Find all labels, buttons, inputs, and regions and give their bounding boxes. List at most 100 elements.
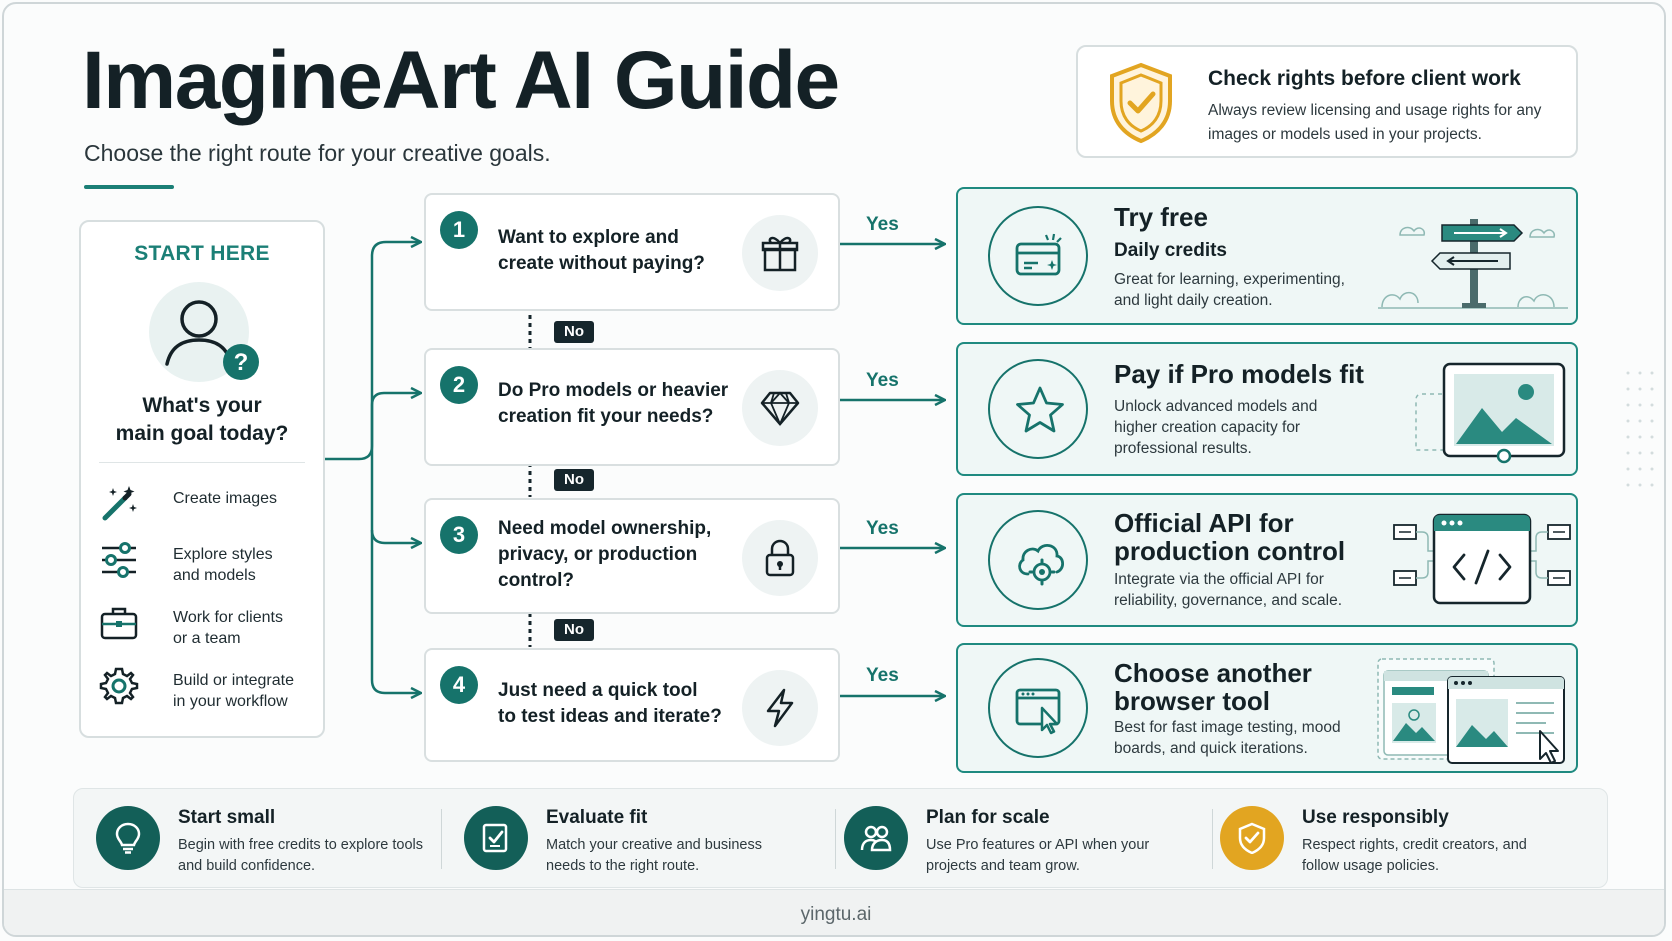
gift-icon — [761, 236, 799, 272]
user-question-icon: ? — [149, 282, 259, 382]
tip-text: Respect rights, credit creators, and fol… — [1302, 837, 1527, 874]
result-title: Official API for production control — [1114, 508, 1346, 566]
footer-site-label: yingtu.ai — [4, 889, 1664, 935]
svg-text:?: ? — [234, 349, 249, 376]
page-subtitle: Choose the right route for your creative… — [84, 140, 551, 166]
result-text: Unlock advanced models and higher creati… — [1114, 398, 1318, 457]
tip-title: Plan for scale — [926, 807, 1050, 828]
title-accent-line — [84, 185, 174, 189]
question-text: Just need a quick tool to test ideas and… — [498, 680, 722, 727]
no-badge-1: No — [554, 321, 594, 343]
tip-text: Begin with free credits to explore tools… — [178, 837, 424, 874]
tip-evaluate-fit: Evaluate fit Match your creative and bus… — [442, 803, 802, 875]
yes-label-1: Yes — [866, 214, 899, 235]
question-icon-circle — [742, 215, 818, 291]
star-icon — [1016, 386, 1064, 433]
tip-title: Evaluate fit — [546, 807, 648, 828]
question-text: Want to explore and create without payin… — [498, 227, 705, 274]
question-text: Do Pro models or heavier creation fit yo… — [498, 380, 729, 427]
result-text: Integrate via the official API for relia… — [1114, 571, 1343, 609]
result-title: Try free — [1114, 202, 1208, 232]
yes-label-2: Yes — [866, 370, 899, 391]
tip-start-small: Start small Begin with free credits to e… — [74, 803, 434, 875]
signpost-illustration — [1378, 219, 1568, 309]
result-card-pro-models[interactable]: Pay if Pro models fit Unlock advanced mo… — [956, 342, 1578, 476]
step-number: 3 — [440, 516, 478, 554]
browser-windows-illustration — [1377, 658, 1565, 764]
tip-use-responsibly: Use responsibly Respect rights, credit c… — [1198, 803, 1558, 875]
question-icon-circle — [742, 520, 818, 596]
notice-text: Always review licensing and usage rights… — [1208, 102, 1542, 143]
result-title: Choose another browser tool — [1114, 658, 1312, 716]
sliders-icon — [102, 542, 136, 578]
goal-option-clients[interactable]: Work for clients or a team — [99, 603, 319, 653]
yes-label-3: Yes — [866, 518, 899, 539]
question-card-2[interactable]: 2 Do Pro models or heavier creation fit … — [424, 348, 840, 466]
image-frame-illustration — [1415, 362, 1566, 464]
yes-label-4: Yes — [866, 665, 899, 686]
result-subtitle: Daily credits — [1114, 240, 1227, 261]
goal-option-integrate[interactable]: Build or integrate in your workflow — [99, 666, 319, 716]
credit-card-icon — [1015, 233, 1062, 276]
tip-icon-circle — [844, 806, 908, 870]
result-icon-circle — [988, 510, 1088, 610]
result-icon-circle — [988, 359, 1088, 459]
start-question: What's your main goal today? — [115, 394, 289, 445]
briefcase-icon — [100, 607, 138, 640]
lightbulb-icon — [115, 822, 141, 854]
shield-check-icon — [1238, 822, 1266, 854]
start-divider — [99, 462, 305, 463]
goal-option-explore-styles[interactable]: Explore styles and models — [99, 540, 319, 590]
result-text: Great for learning, experimenting, and l… — [1114, 271, 1345, 309]
question-icon-circle — [742, 670, 818, 746]
question-card-3[interactable]: 3 Need model ownership, privacy, or prod… — [424, 498, 840, 614]
result-text: Best for fast image testing, mood boards… — [1114, 719, 1341, 757]
goal-option-create-images[interactable]: Create images — [99, 484, 319, 534]
rights-notice-card: Check rights before client work Always r… — [1076, 45, 1578, 158]
tip-divider — [835, 809, 836, 869]
goal-option-label: Build or integrate in your workflow — [173, 672, 294, 710]
step-number: 2 — [440, 366, 478, 404]
goal-option-label: Explore styles and models — [173, 546, 273, 584]
question-card-1[interactable]: 1 Want to explore and create without pay… — [424, 193, 840, 311]
goal-option-label: Create images — [173, 490, 278, 507]
gear-icon — [99, 667, 139, 705]
question-text: Need model ownership, privacy, or produc… — [498, 518, 712, 591]
goal-option-label: Work for clients or a team — [173, 609, 283, 647]
result-card-browser-tool[interactable]: Choose another browser tool Best for fas… — [956, 643, 1578, 773]
decorative-dots — [1626, 371, 1654, 487]
result-card-official-api[interactable]: Official API for production control Inte… — [956, 493, 1578, 627]
lock-icon — [765, 539, 795, 577]
diamond-icon — [760, 391, 800, 427]
no-badge-2: No — [554, 469, 594, 491]
tip-text: Match your creative and business needs t… — [546, 837, 762, 874]
code-window-illustration — [1393, 513, 1571, 605]
tip-icon-circle — [96, 806, 160, 870]
flow-connectors — [325, 4, 1666, 937]
lightning-icon — [766, 688, 794, 728]
tips-bar: Start small Begin with free credits to e… — [73, 788, 1608, 888]
question-card-4[interactable]: 4 Just need a quick tool to test ideas a… — [424, 648, 840, 762]
start-heading: START HERE — [134, 242, 270, 265]
step-number: 4 — [440, 666, 478, 704]
tip-icon-circle — [464, 806, 528, 870]
tip-title: Start small — [178, 807, 276, 828]
tip-text: Use Pro features or API when your projec… — [926, 837, 1150, 874]
tip-title: Use responsibly — [1302, 807, 1449, 828]
notice-title: Check rights before client work — [1208, 67, 1521, 90]
step-number: 1 — [440, 211, 478, 249]
tip-divider — [441, 809, 442, 869]
result-card-try-free[interactable]: Try free Daily credits Great for learnin… — [956, 187, 1578, 325]
no-badge-3: No — [554, 619, 594, 641]
result-title: Pay if Pro models fit — [1114, 359, 1364, 389]
browser-cursor-icon — [1015, 688, 1061, 735]
cloud-gear-icon — [1018, 544, 1065, 586]
magic-wand-icon — [102, 486, 137, 521]
page-title: ImagineArt AI Guide — [82, 35, 840, 126]
tip-plan-scale: Plan for scale Use Pro features or API w… — [822, 803, 1182, 875]
result-icon-circle — [988, 206, 1088, 306]
start-here-panel: START HERE ? What's your main goal today… — [79, 220, 325, 738]
team-icon — [860, 825, 892, 852]
shield-check-icon — [1110, 62, 1172, 144]
